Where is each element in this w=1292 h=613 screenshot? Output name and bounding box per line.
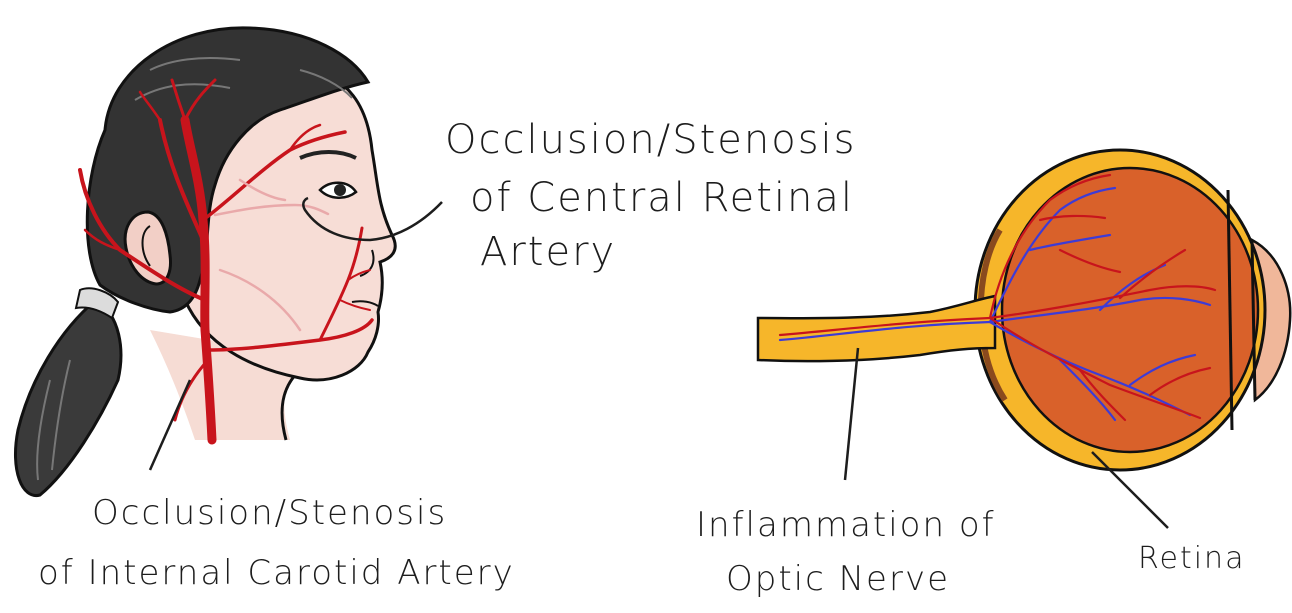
- label-ica-line1: Occlusion/Stenosis: [92, 496, 447, 530]
- optic-nerve: [758, 296, 995, 361]
- leader-line-ica: [150, 380, 190, 470]
- leader-line-optic-nerve: [845, 348, 858, 480]
- label-crao-line3: Artery: [480, 232, 616, 272]
- label-crao-line2: of Central Retinal: [470, 178, 854, 218]
- ponytail: [15, 300, 120, 496]
- label-retina: Retina: [1138, 544, 1245, 574]
- label-optic-line1: Inflammation of: [696, 508, 996, 542]
- iris: [334, 184, 346, 196]
- label-optic-line2: Optic Nerve: [726, 562, 950, 596]
- label-crao-line1: Occlusion/Stenosis: [445, 120, 857, 160]
- head-illustration: [15, 28, 442, 496]
- label-ica-line2: of Internal Carotid Artery: [38, 556, 515, 590]
